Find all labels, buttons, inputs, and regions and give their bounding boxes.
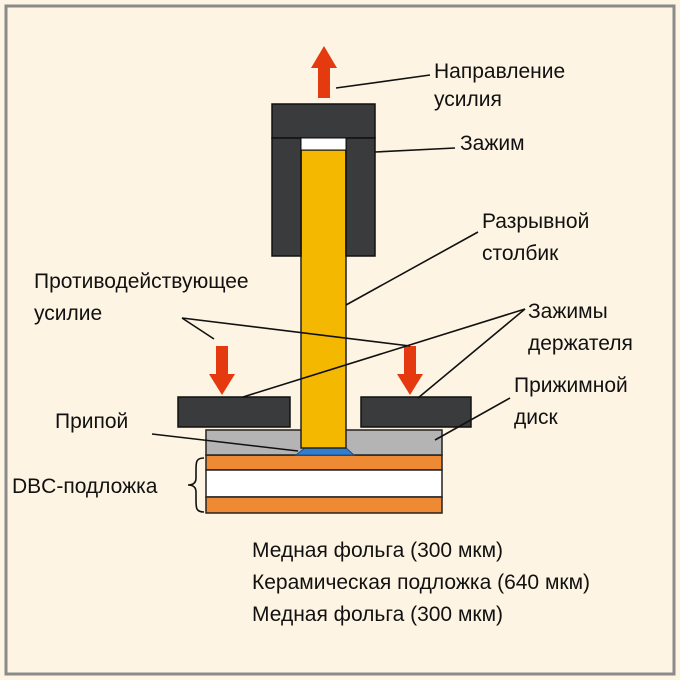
pull-stud [300,149,347,449]
label-counter-force-line2: усилие [34,302,102,325]
arrow-up-icon [311,46,337,98]
copper-foil-top [205,454,443,471]
holder-clamp-right [360,396,472,428]
leader-lines [151,74,526,452]
legend-ceramic: Керамическая подложка (640 мкм) [252,571,590,594]
label-force-direction-line1: Направление [434,60,565,83]
label-clamp: Зажим [460,132,525,155]
clamp-left-jaw [271,137,302,257]
label-pressure-disk-line2: диск [514,406,558,429]
legend-copper-top: Медная фольга (300 мкм) [252,539,503,562]
clamp-top [271,103,376,139]
clamp-right-jaw [345,137,376,257]
label-holder-clamps-line2: держателя [528,332,633,355]
label-dbc-substrate: DBC-подложка [12,475,158,498]
label-counter-force-line1: Противодействующее [34,270,249,293]
ceramic-layer [205,469,443,498]
clamp-gap [300,137,347,151]
legend-copper-bottom: Медная фольга (300 мкм) [252,603,503,626]
label-pull-stud-line1: Разрывной [482,210,589,233]
label-solder: Припой [55,410,128,433]
copper-foil-bottom [205,496,443,514]
arrow-down-icon [209,346,235,395]
curly-brace-icon [187,457,205,513]
label-pull-stud-line2: столбик [482,242,559,265]
arrow-down-icon [397,346,423,395]
label-holder-clamps-line1: Зажимы [528,300,608,323]
label-force-direction-line2: усилия [434,88,502,111]
holder-clamp-left [177,396,291,428]
label-pressure-disk-line1: Прижимной [514,374,628,397]
